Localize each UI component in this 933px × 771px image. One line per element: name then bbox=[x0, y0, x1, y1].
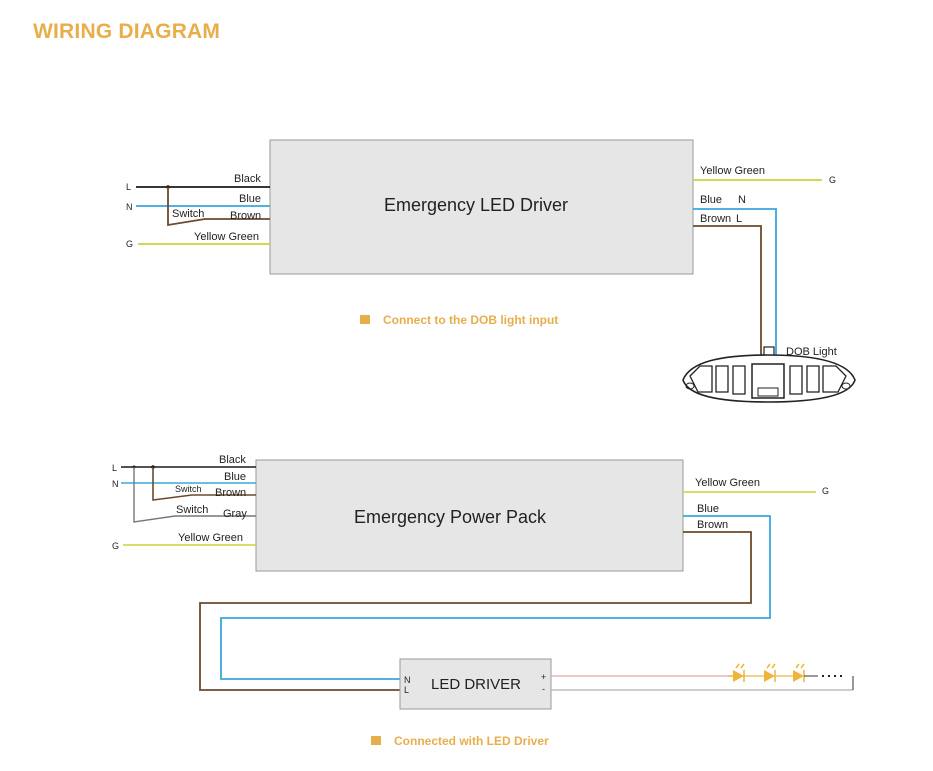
caption-bullet-2 bbox=[371, 736, 381, 745]
label-switch: Switch bbox=[172, 208, 204, 220]
label2-blue: Blue bbox=[224, 471, 246, 483]
terminal-l: L bbox=[126, 182, 131, 192]
emergency-power-pack-label: Emergency Power Pack bbox=[354, 507, 547, 527]
wire2-out-blue bbox=[220, 515, 771, 680]
label2-gray: Gray bbox=[223, 508, 247, 520]
led-driver-input-n: N bbox=[404, 675, 411, 685]
wire2-gray bbox=[133, 467, 256, 523]
label-brown: Brown bbox=[230, 210, 261, 222]
label-out-blue: Blue bbox=[700, 194, 722, 206]
diagram-emergency-led-driver: Emergency LED Driver L N G Black Blue Sw… bbox=[126, 139, 856, 403]
led-icon bbox=[793, 663, 805, 682]
led-driver-label: LED DRIVER bbox=[431, 676, 521, 693]
terminal2-g: G bbox=[112, 541, 119, 551]
wire-brown bbox=[167, 187, 270, 227]
terminal-n: N bbox=[126, 202, 133, 212]
diagram-emergency-power-pack: Emergency Power Pack L N G Black Blue Sw… bbox=[112, 454, 854, 748]
label2-yellow-green: Yellow Green bbox=[178, 532, 243, 544]
label2-black: Black bbox=[219, 454, 246, 466]
label2-out-brown: Brown bbox=[697, 519, 728, 531]
label-blue: Blue bbox=[239, 193, 261, 205]
led-driver-output-minus: - bbox=[542, 684, 545, 694]
label2-out-blue: Blue bbox=[697, 503, 719, 515]
dob-light-icon bbox=[682, 346, 856, 403]
label-out-yellow-green: Yellow Green bbox=[700, 165, 765, 177]
label2-brown: Brown bbox=[215, 487, 246, 499]
caption-led-driver: Connected with LED Driver bbox=[394, 734, 549, 748]
label-yellow-green: Yellow Green bbox=[194, 231, 259, 243]
label2-switch-1: Switch bbox=[175, 484, 202, 494]
wire-out-blue bbox=[693, 208, 777, 364]
label-black: Black bbox=[234, 173, 261, 185]
emergency-led-driver-box bbox=[269, 139, 694, 275]
terminal-out-g: G bbox=[829, 175, 836, 185]
led-driver-output-plus: + bbox=[541, 672, 546, 682]
label-out-n: N bbox=[738, 194, 746, 206]
label-out-l: L bbox=[736, 213, 742, 225]
led-driver-input-l: L bbox=[404, 685, 409, 695]
terminal2-n: N bbox=[112, 479, 119, 489]
label-out-brown: Brown bbox=[700, 213, 731, 225]
led-driver-box bbox=[399, 658, 552, 710]
wire-out-brown bbox=[693, 225, 762, 364]
terminal-g: G bbox=[126, 239, 133, 249]
label2-out-yellow-green: Yellow Green bbox=[695, 477, 760, 489]
led-icon bbox=[728, 663, 745, 682]
caption-dob: Connect to the DOB light input bbox=[383, 313, 558, 327]
page-title: WIRING DIAGRAM bbox=[33, 20, 221, 43]
terminal2-l: L bbox=[112, 463, 117, 473]
terminal2-out-g: G bbox=[822, 486, 829, 496]
caption-bullet-1 bbox=[360, 315, 370, 324]
led-icon bbox=[764, 663, 776, 682]
emergency-power-pack-box bbox=[255, 459, 684, 572]
label-dob-light: DOB Light bbox=[786, 346, 837, 358]
label2-switch-2: Switch bbox=[176, 504, 208, 516]
wire2-brown bbox=[152, 467, 256, 501]
wire2-out-brown bbox=[199, 531, 752, 691]
emergency-led-driver-label: Emergency LED Driver bbox=[384, 195, 568, 215]
